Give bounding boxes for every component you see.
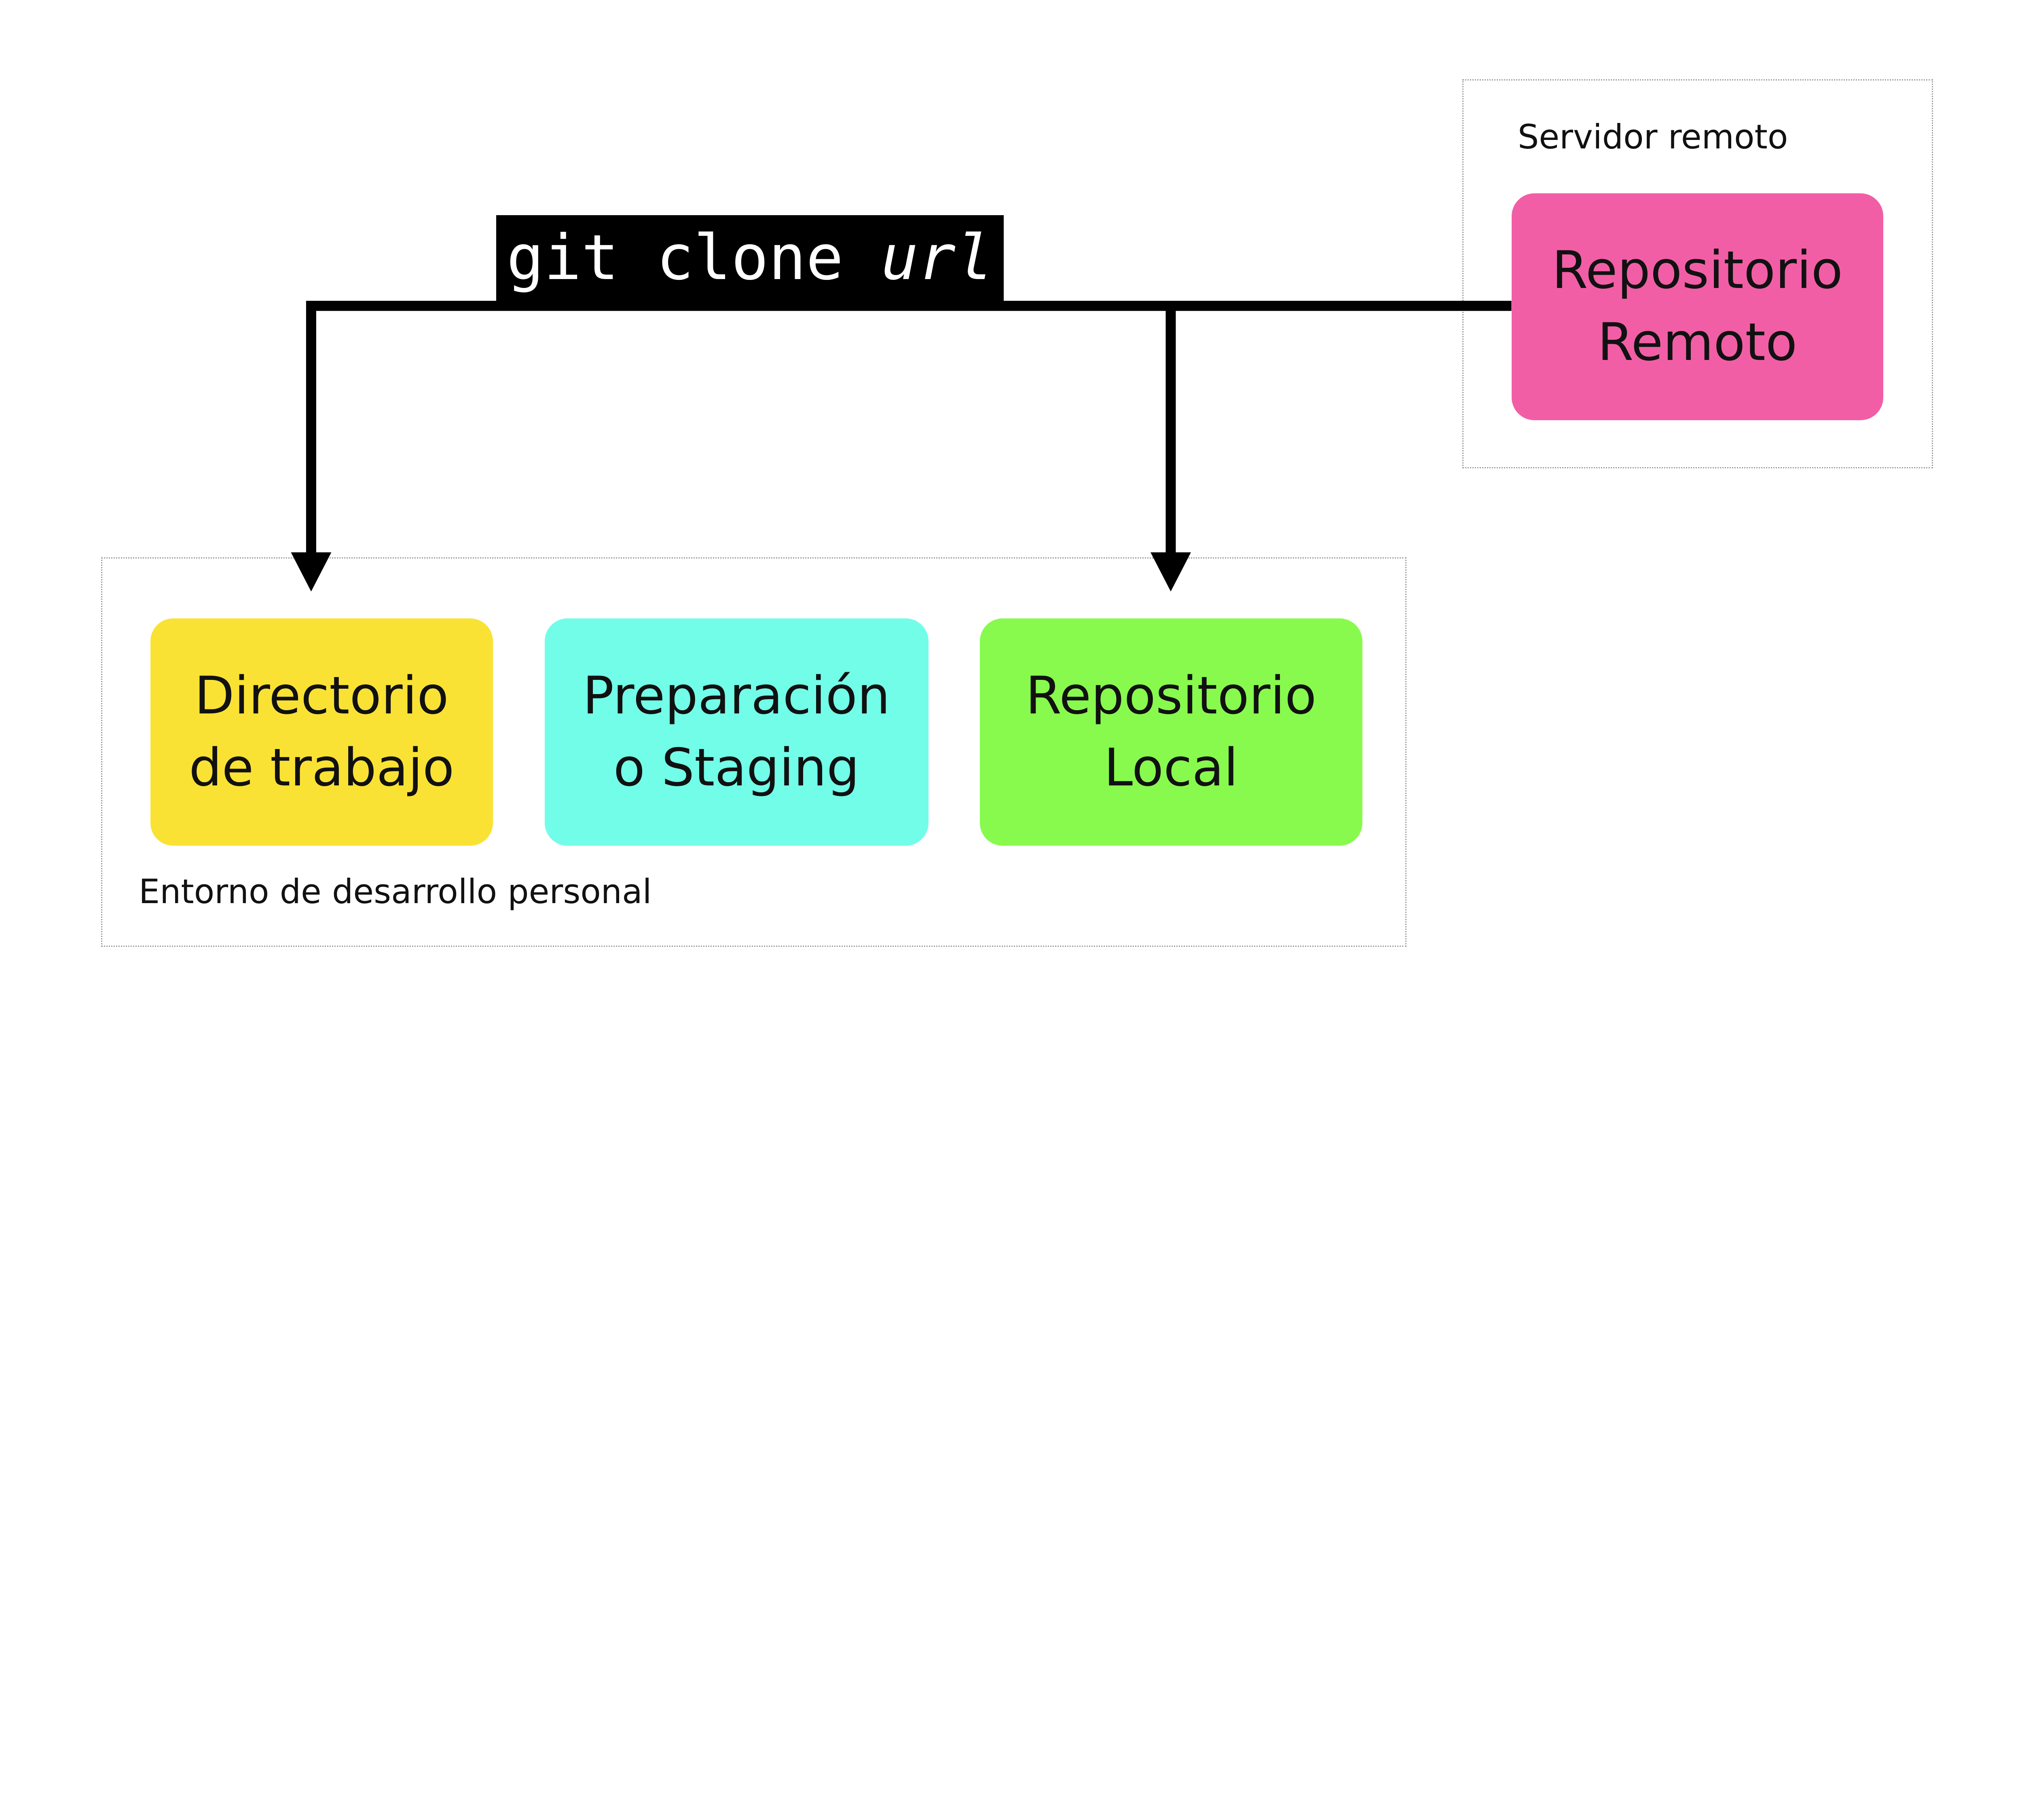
box-line2: o Staging <box>613 737 860 798</box>
box-line1: Preparación <box>582 665 890 726</box>
clone-connector-line <box>306 301 1512 561</box>
local-environment-frame <box>101 557 1407 947</box>
staging-area-box: Preparación o Staging <box>544 618 929 846</box>
remote-server-label: Servidor remoto <box>1518 117 1788 157</box>
arrowhead-local-repository <box>1151 552 1191 592</box>
git-clone-command-label: git clone url <box>496 215 1004 301</box>
working-directory-box: Directorio de trabajo <box>150 618 493 846</box>
box-line1: Directorio <box>194 665 449 726</box>
command-argument: url <box>881 222 993 294</box>
box-line1: Repositorio <box>1026 665 1317 726</box>
local-environment-label: Entorno de desarrollo personal <box>139 872 652 911</box>
remote-server-frame <box>1462 79 1933 468</box>
arrowhead-working-directory <box>291 552 332 592</box>
command-text: git clone <box>506 222 881 294</box>
box-line2: Local <box>1104 737 1238 798</box>
remote-repo-line1: Repositorio <box>1552 240 1843 301</box>
connector-arrows <box>291 301 1512 592</box>
box-line2: de trabajo <box>189 737 455 798</box>
remote-repo-line2: Remoto <box>1597 312 1798 373</box>
